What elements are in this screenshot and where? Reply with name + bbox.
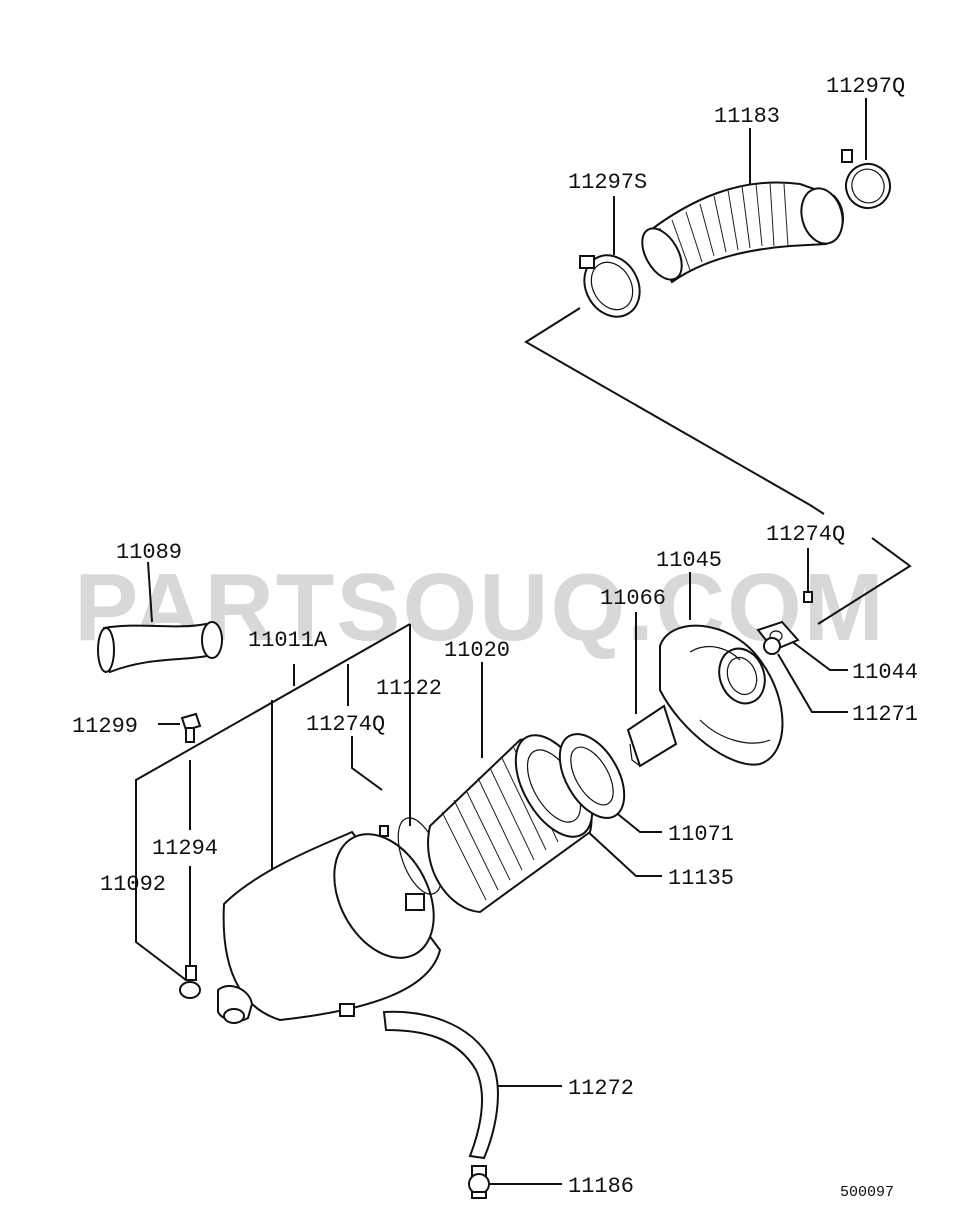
cover-11045-part	[659, 624, 784, 766]
clamp-11297S-part	[579, 254, 641, 318]
label-11089: 11089	[116, 540, 182, 565]
bolt-11299-part	[180, 712, 202, 743]
label-11044: 11044	[852, 660, 918, 685]
air-cleaner-case-11011A-part	[217, 830, 442, 1024]
label-11122: 11122	[376, 676, 442, 701]
label-11272: 11272	[568, 1076, 634, 1101]
label-11011A: 11011A	[248, 628, 328, 653]
screw-11274Q-left-part	[379, 825, 389, 837]
label-11066: 11066	[600, 586, 666, 611]
label-11183: 11183	[714, 104, 780, 129]
label-11020: 11020	[444, 638, 510, 663]
intake-hose-11183-part	[641, 181, 845, 284]
label-11092: 11092	[100, 872, 166, 897]
label-11271: 11271	[852, 702, 918, 727]
label-11274Q-right: 11274Q	[766, 522, 845, 547]
label-11045: 11045	[656, 548, 722, 573]
label-11186: 11186	[568, 1174, 634, 1199]
label-11297Q-top: 11297Q	[826, 74, 905, 99]
screw-11274Q-right-part	[803, 591, 813, 603]
label-11071: 11071	[668, 822, 734, 847]
label-11299: 11299	[72, 714, 138, 739]
clamp-11297Q-part	[841, 149, 891, 209]
diagram-id: 500097	[840, 1184, 894, 1201]
label-11294: 11294	[152, 836, 218, 861]
nut-11294-part	[179, 965, 201, 999]
label-11297S: 11297S	[568, 170, 647, 195]
hose-11089-part	[97, 621, 223, 674]
label-11274Q-left: 11274Q	[306, 712, 385, 737]
plug-11186-part	[468, 1165, 490, 1199]
label-11135: 11135	[668, 866, 734, 891]
drain-hose-11272-part	[382, 1010, 499, 1160]
gasket-11071-part	[558, 733, 626, 819]
grommet-11271-part	[763, 637, 781, 655]
bracket-11066-part	[626, 704, 678, 768]
